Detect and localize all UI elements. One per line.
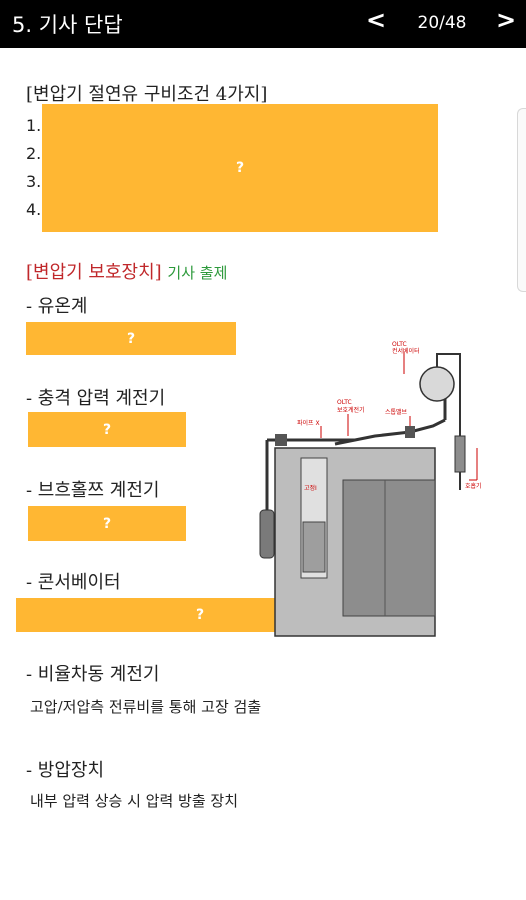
item-sudden-pressure-relay: - 충격 압력 계전기 xyxy=(26,388,166,409)
page-title: 5. 기사 단답 xyxy=(12,13,123,37)
stop-valve-shape xyxy=(405,426,415,438)
item-oil-thermometer: - 유온계 xyxy=(26,296,88,317)
list-number-4: 4. xyxy=(26,200,42,219)
differential-relay-description: 고압/저압측 전류비를 통해 고장 검출 xyxy=(30,698,262,716)
label-oltc-conservator-1: OLTC xyxy=(392,341,407,348)
core-coil xyxy=(342,479,436,617)
exam-note: 기사 출제 xyxy=(167,264,228,282)
item-buchholz-relay: - 브흐홀쯔 계전기 xyxy=(26,480,160,501)
label-oltc-relay-2: 보호계전기 xyxy=(337,406,365,414)
answer-box-buchholz-relay[interactable]: ? xyxy=(28,506,186,541)
answer-box-sudden-pressure-relay[interactable]: ? xyxy=(28,412,186,447)
chevron-left-icon[interactable]: < xyxy=(366,6,387,34)
label-breather: 호흡기 xyxy=(465,482,482,490)
list-number-1: 1. xyxy=(26,116,42,135)
pressure-relief-description: 내부 압력 상승 시 압력 방출 장치 xyxy=(30,792,239,810)
top-app-bar: 5. 기사 단답 < 20/48 > xyxy=(0,0,526,48)
page-indicator: 20/48 xyxy=(417,13,467,33)
answer-box-insulating-oil[interactable]: ? xyxy=(42,104,438,232)
label-oltc-relay-1: OLTC xyxy=(337,399,352,406)
relay-shape xyxy=(275,434,287,446)
label-pipe: 파이프 X xyxy=(297,419,320,427)
answer-box-oil-thermometer[interactable]: ? xyxy=(26,322,236,355)
content-area[interactable]: [변압기 절연유 구비조건 4가지] 1. 2. 3. 4. ? [변압기 보호… xyxy=(0,48,526,900)
list-number-3: 3. xyxy=(26,172,42,191)
item-differential-relay: - 비율차동 계전기 xyxy=(26,664,160,685)
conservator-tank xyxy=(419,366,455,402)
label-tank: 고정I xyxy=(304,485,317,492)
chevron-right-icon[interactable]: > xyxy=(496,6,517,34)
section-title-protection-label: [변압기 보호장치] xyxy=(26,262,162,283)
item-pressure-relief: - 방압장치 xyxy=(26,760,105,781)
label-stop-valve: 스톱밸브 xyxy=(385,408,408,416)
label-oltc-conservator-2: 컨서베이터 xyxy=(392,347,420,355)
item-conservator: - 콘서베이터 xyxy=(26,572,121,593)
section-title-insulating-oil: [변압기 절연유 구비조건 4가지] xyxy=(26,84,268,105)
breather-shape xyxy=(454,435,466,473)
side-pipe xyxy=(259,509,275,559)
transformer-protection-diagram: 고정I OLTC 컨서베이터 OLTC 보호계전기 파이프 X 스톱밸브 호흡기 xyxy=(259,341,482,637)
section-title-protection: [변압기 보호장치] 기사 출제 xyxy=(26,258,227,284)
list-number-2: 2. xyxy=(26,144,42,163)
scrollbar[interactable] xyxy=(517,108,526,292)
